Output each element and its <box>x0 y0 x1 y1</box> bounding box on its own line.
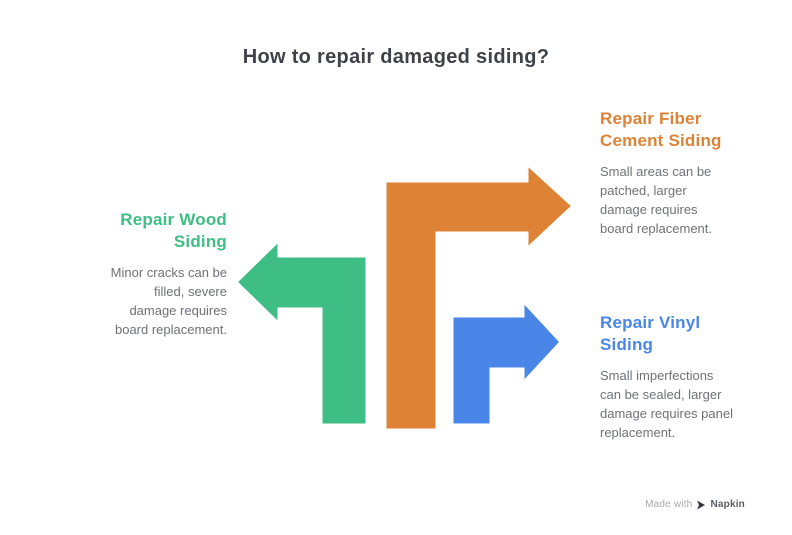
napkin-brand-text: Napkin <box>710 499 745 510</box>
fiber-cement-section: Repair Fiber Cement Siding Small areas c… <box>600 108 725 238</box>
fiber-cement-arrow <box>383 160 576 432</box>
made-with-napkin-link[interactable]: Made with Napkin <box>645 499 745 510</box>
napkin-logo-icon <box>697 500 706 509</box>
wood-section: Repair Wood Siding Minor cracks can be f… <box>107 209 227 339</box>
vinyl-description: Small imperfections can be sealed, large… <box>600 368 733 440</box>
fiber-cement-heading: Repair Fiber Cement Siding <box>600 109 722 150</box>
vinyl-section: Repair Vinyl Siding Small imperfections … <box>600 312 735 442</box>
wood-heading: Repair Wood Siding <box>120 210 227 251</box>
fiber-cement-description: Small areas can be patched, larger damag… <box>600 164 713 236</box>
wood-arrow <box>233 236 369 427</box>
wood-description: Minor cracks can be filled, severe damag… <box>110 265 227 337</box>
made-with-text: Made with <box>645 499 693 510</box>
vinyl-heading: Repair Vinyl Siding <box>600 313 701 354</box>
vinyl-arrow <box>450 297 564 427</box>
page-title: How to repair damaged siding? <box>242 46 550 68</box>
